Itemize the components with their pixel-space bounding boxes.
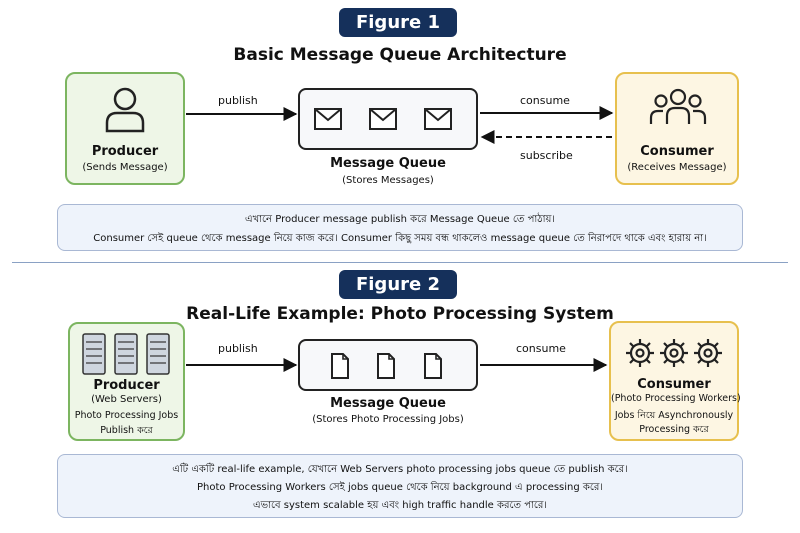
message-queue-box [298,88,478,150]
web-servers-box: Producer (Web Servers) Photo Processing … [68,322,185,441]
producer-box: Producer (Sends Message) [65,72,185,185]
envelope-icon [369,108,397,130]
queue-title: Message Queue [330,156,446,171]
producer-subtitle: (Sends Message) [82,162,168,173]
queue2-title: Message Queue [330,396,446,411]
figure2-note: এটি একটি real-life example, যেখানে Web S… [57,454,743,518]
workers-box: Consumer (Photo Processing Workers) Jobs… [609,321,741,441]
user-icon [105,87,145,133]
producer2-desc2: Publish করে [100,425,153,436]
figure1-note: এখানে Producer message publish করে Messa… [57,204,743,251]
queue-subtitle: (Stores Messages) [342,175,434,186]
users-icon [649,88,707,124]
gear-icon [626,339,722,367]
document-icon [331,353,349,379]
producer-title: Producer [91,144,159,159]
note-line: এটি একটি real-life example, যেখানে Web S… [172,464,628,475]
consumer2-desc1: Jobs নিয়ে Asynchronously [614,410,734,421]
note-line: এভাবে system scalable হয় এবং high traff… [253,500,547,511]
consumer2-title: Consumer [637,377,711,392]
note-line: Photo Processing Workers সেই jobs queue … [197,482,603,493]
consume2-label: consume [516,342,566,355]
envelope-icon [424,108,452,130]
figure1-title: Basic Message Queue Architecture [233,45,567,65]
document-icon [424,353,442,379]
photo-queue-box [298,339,478,391]
consumer2-subtitle: (Photo Processing Workers) [611,393,741,404]
note-line: এখানে Producer message publish করে Messa… [244,214,556,225]
producer2-title: Producer [93,378,160,393]
figure2-title: Real-Life Example: Photo Processing Syst… [186,304,614,324]
consumer-title: Consumer [640,144,714,159]
queue2-subtitle: (Stores Photo Processing Jobs) [312,414,464,425]
subscribe-label: subscribe [520,149,573,162]
publish-label: publish [218,94,258,107]
publish2-label: publish [218,342,258,355]
consumer-subtitle: (Receives Message) [627,162,727,173]
consumer-box: Consumer (Receives Message) [615,72,739,185]
note-line: Consumer সেই queue থেকে message নিয়ে কা… [93,233,707,244]
envelope-icon [314,108,342,130]
consumer2-desc2: Processing করে [639,424,709,435]
server-icon [82,333,170,375]
document-icon [377,353,395,379]
producer2-subtitle: (Web Servers) [91,394,162,405]
figure1-badge: Figure 1 [339,8,457,37]
consume-label: consume [520,94,570,107]
producer2-desc1: Photo Processing Jobs [74,410,179,421]
section-divider [12,262,788,263]
figure2-badge: Figure 2 [339,270,457,299]
